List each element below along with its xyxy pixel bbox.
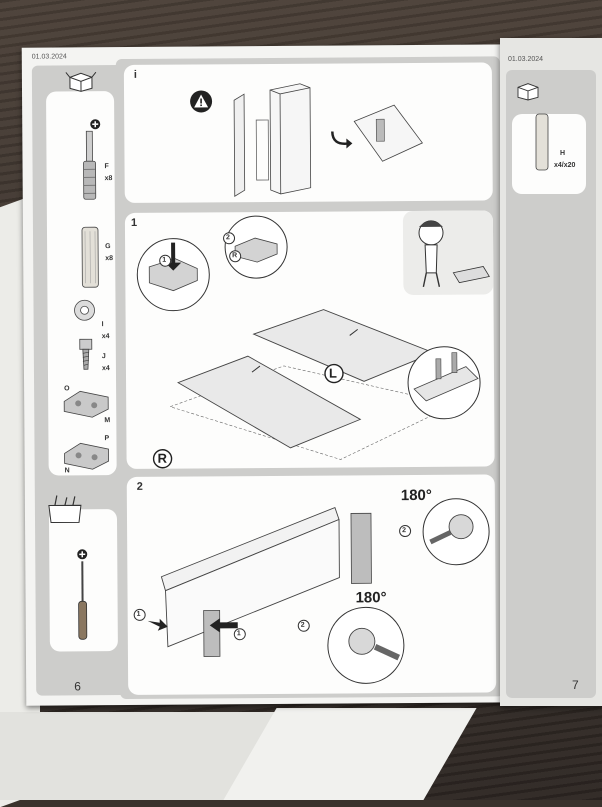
side-r-label: R [157,450,168,466]
plus-icon [90,119,101,130]
panel-flat-drawing [353,104,424,162]
part-letter-j: J [101,353,106,361]
hinge-detail-circle-1 [136,238,210,312]
side-l-label: L [328,365,337,381]
step-num-b: 2 [300,621,305,629]
right-parts-panel [512,114,586,194]
push-arrow-left [147,618,168,631]
callout-2-circle [223,232,236,245]
plus-icon-tools [77,549,88,560]
page-number: 6 [74,679,81,694]
screwdriver-icon [78,561,88,640]
rotate-180-bottom: 180° [355,589,387,607]
side-r-circle [152,449,173,469]
side-l-circle [324,363,344,384]
arrow-num-a-circle [133,608,146,621]
arrow-num-a: 1 [136,610,141,618]
page-number-right: 7 [572,678,579,692]
dowel-detail-circle [407,346,481,420]
part-qty-j: x4 [101,365,110,373]
open-box-icon-right [517,83,539,101]
dowel-icon-right [535,113,549,171]
step-num-b-circle [297,619,310,632]
part-qty-f: x8 [104,175,113,183]
arrow-num-b-circle [233,628,246,641]
warning-icon [190,90,213,113]
page-date-right: 01.03.2024 [508,56,544,63]
page-date: 01.03.2024 [31,53,67,61]
cam-bolt-icon [83,130,97,200]
cabinet-side-panel-drawing [233,83,312,197]
instruction-page-6: 01.03.2024 i 1 2 6 [21,44,517,706]
part-qty-g: x8 [105,255,114,263]
rotate-180-top: 180° [400,486,432,505]
callout-r-small-circle [229,250,242,263]
part-qty-i: x4 [101,333,110,341]
part-letter-m: M [104,417,111,425]
part-qty-h: x4/x20 [554,162,576,169]
curved-arrow-icon [331,131,353,149]
part-letter-i: I [101,321,104,329]
step-1-tag: 1 [130,216,138,229]
step-num-a-circle [399,525,412,538]
part-letter-n: N [64,467,70,475]
callout-2-label: 2 [226,234,230,242]
screw-icon [79,338,93,370]
open-box-icon [65,71,97,92]
part-letter-g: G [105,243,111,251]
part-letter-f: F [104,163,109,171]
part-letter-p: P [104,435,110,443]
step-2-tag: 2 [136,480,143,493]
callout-1-circle [159,254,172,267]
instruction-page-7: 01.03.2024 H x4/x20 7 [500,38,602,706]
callout-r-small-label: R [232,252,238,260]
cam-lock-icon [74,299,95,321]
arrow-num-b: 1 [236,630,241,638]
step-num-a: 2 [402,527,407,535]
part-letter-o: O [64,385,70,393]
hinge-part-o-icon [63,390,109,418]
hinge-part-p-icon [64,442,109,470]
push-arrow-bottom [209,618,238,633]
part-letter-h: H [560,150,566,157]
cam-rotate-detail-top [422,498,490,566]
toolbox-icon [48,495,82,524]
callout-1-label: 1 [162,256,167,264]
hinge-detail-circle-2 [224,215,288,279]
wooden-dowel-icon [81,226,99,288]
info-step-tag: i [133,68,138,81]
cam-rotate-detail-bottom [327,606,405,684]
cartoon-assistant-figure [402,210,494,295]
